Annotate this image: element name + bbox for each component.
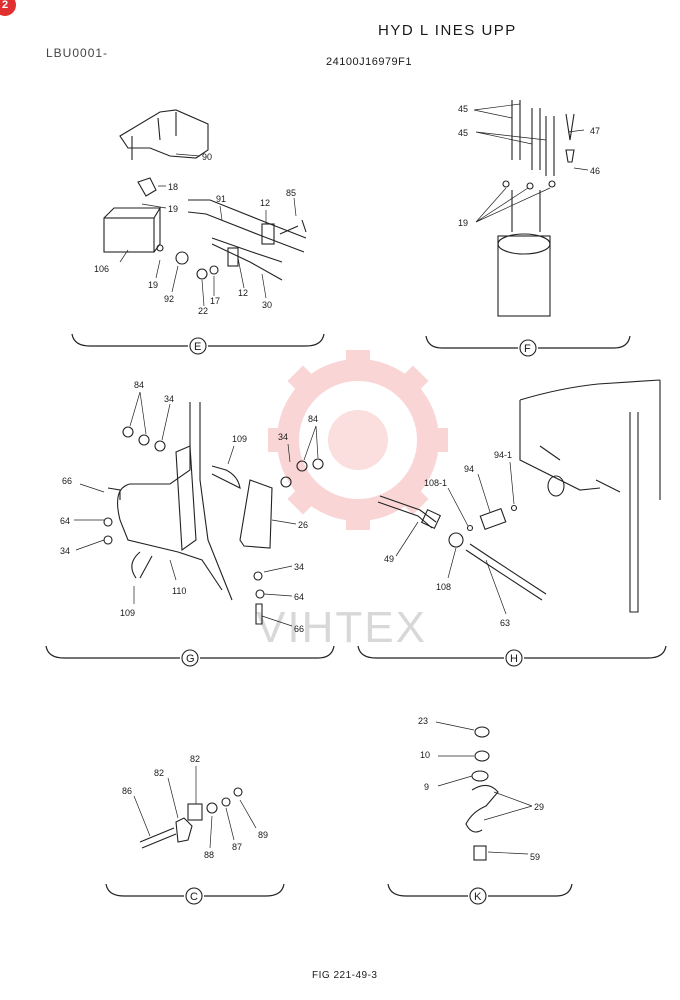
callout-label: 22: [198, 306, 208, 316]
callout-label: 110: [172, 586, 186, 596]
callout-label: 17: [210, 296, 220, 306]
callout-label: 34: [164, 394, 174, 404]
callout-label: 34: [60, 546, 70, 556]
callout-label: 9: [424, 782, 429, 792]
callout-label: 34: [294, 562, 304, 572]
callout-label: 106: [94, 264, 109, 274]
callout-label: 89: [258, 830, 268, 840]
section-h-parts: [377, 379, 661, 613]
callout-label: 66: [62, 476, 72, 486]
callout-label: 82: [154, 768, 164, 778]
callout-label: 108: [436, 582, 451, 592]
callout-label: 92: [164, 294, 174, 304]
callout-label: 87: [232, 842, 242, 852]
section-c-bracket: [105, 883, 285, 897]
callout-label: 19: [168, 204, 178, 214]
watermark-gear-icon: [268, 350, 448, 530]
section-f-parts: [497, 100, 575, 317]
callout-label: 66: [294, 624, 304, 634]
callout-label: 49: [384, 554, 394, 564]
callout-label: 30: [262, 300, 272, 310]
page-badge: 2: [0, 0, 16, 16]
section-k-bracket: [387, 883, 573, 897]
callout-label: 85: [286, 188, 296, 198]
figure-number: FIG 221-49-3: [312, 970, 378, 981]
callout-label: 19: [148, 280, 158, 290]
section-h-callouts: 94-1 108-1 94 49 108 63: [384, 450, 515, 628]
callout-label: 84: [134, 380, 144, 390]
callout-label: 10: [420, 750, 430, 760]
callout-label: 45: [458, 128, 468, 138]
section-h-bracket: [357, 645, 667, 659]
section-h-marker: [505, 649, 523, 667]
callout-label: 64: [60, 516, 70, 526]
section-f-marker: [519, 339, 537, 357]
callout-label: 23: [418, 716, 428, 726]
section-g-marker: [181, 649, 199, 667]
callout-label: 88: [204, 850, 214, 860]
callout-label: 109: [120, 608, 135, 618]
section-c-callouts: 82 86 82 89 88 87: [122, 754, 268, 860]
callout-label: 82: [190, 754, 200, 764]
callout-label: 26: [298, 520, 308, 530]
section-g-bracket: [45, 645, 335, 659]
page-title: HYD L INES UPP: [378, 22, 517, 39]
section-g-callouts: 84 34 109 34 84 66 64 34 26 110 109 34 6…: [60, 380, 319, 634]
part-number: 24100J16979F1: [326, 56, 413, 68]
callout-label: 94-1: [494, 450, 512, 460]
callout-label: 29: [534, 802, 544, 812]
callout-label: 19: [458, 218, 468, 228]
callout-label: 84: [308, 414, 318, 424]
callout-label: 12: [260, 198, 270, 208]
section-k-letter: K: [474, 891, 482, 903]
callout-label: 18: [168, 182, 178, 192]
callout-label: 86: [122, 786, 132, 796]
section-f-callouts: 45 45 47 46 19: [458, 103, 600, 228]
callout-label: 109: [232, 434, 247, 444]
callout-label: 34: [278, 432, 288, 442]
section-c-marker: [185, 887, 203, 905]
callout-label: 90: [202, 152, 212, 162]
section-e-parts: [103, 109, 307, 281]
section-e-marker: [189, 337, 207, 355]
watermark-text: VIHTEX: [256, 603, 427, 652]
callout-label: 108-1: [424, 478, 447, 488]
section-e-letter: E: [194, 341, 201, 353]
section-k-marker: [469, 887, 487, 905]
callout-label: 12: [238, 288, 248, 298]
section-f-bracket: [425, 335, 631, 349]
callout-label: 91: [216, 194, 226, 204]
callout-label: 47: [590, 126, 600, 136]
section-e-bracket: [71, 333, 325, 347]
section-g-letter: G: [186, 653, 195, 665]
section-h-letter: H: [510, 653, 518, 665]
callout-label: 45: [458, 104, 468, 114]
callout-label: 63: [500, 618, 510, 628]
section-k-callouts: 23 10 9 29 59: [418, 716, 544, 862]
callout-label: 46: [590, 166, 600, 176]
section-f-letter: F: [524, 343, 531, 355]
callout-label: 94: [464, 464, 474, 474]
callout-label: 59: [530, 852, 540, 862]
document-code: LBU0001-: [46, 46, 109, 60]
section-c-parts: [139, 787, 243, 849]
section-k-parts: [465, 726, 499, 861]
callout-label: 64: [294, 592, 304, 602]
section-c-letter: C: [190, 891, 198, 903]
section-e-callouts: 90 18 19 91 12 85 106 19 92 22 17 12 30: [94, 152, 297, 316]
